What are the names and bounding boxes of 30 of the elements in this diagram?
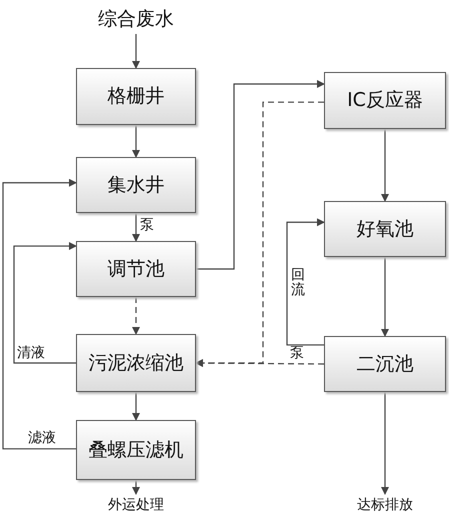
process-box: IC反应器 [324, 72, 446, 129]
edge-label: 泵 [290, 346, 304, 360]
flow-text: 综合废水 [86, 4, 186, 34]
edge-label: 回流 [291, 268, 305, 299]
process-box: 好氧池 [324, 201, 446, 257]
arrow [132, 480, 140, 495]
arrow [132, 392, 140, 421]
arrow [13, 242, 77, 364]
edge-label: 滤液 [28, 431, 56, 445]
arrow [132, 297, 140, 335]
arrow [132, 125, 140, 158]
arrow [381, 257, 389, 337]
arrow [2, 178, 77, 450]
edge-label: 泵 [140, 218, 154, 232]
arrow [381, 392, 389, 495]
arrow [196, 80, 325, 270]
arrow [286, 218, 325, 346]
process-box: 调节池 [76, 241, 196, 297]
flow-text: 达标排放 [345, 494, 425, 516]
arrow [195, 102, 324, 367]
arrow [132, 34, 140, 69]
process-box: 格栅井 [76, 68, 196, 125]
arrow [381, 129, 389, 202]
process-box: 二沉池 [324, 336, 446, 392]
edge-label: 清液 [17, 346, 45, 360]
process-box: 污泥浓缩池 [76, 334, 196, 392]
arrow [132, 213, 140, 242]
process-box: 集水井 [76, 157, 196, 213]
process-box: 叠螺压滤机 [76, 420, 196, 480]
flow-text: 外运处理 [96, 494, 176, 516]
